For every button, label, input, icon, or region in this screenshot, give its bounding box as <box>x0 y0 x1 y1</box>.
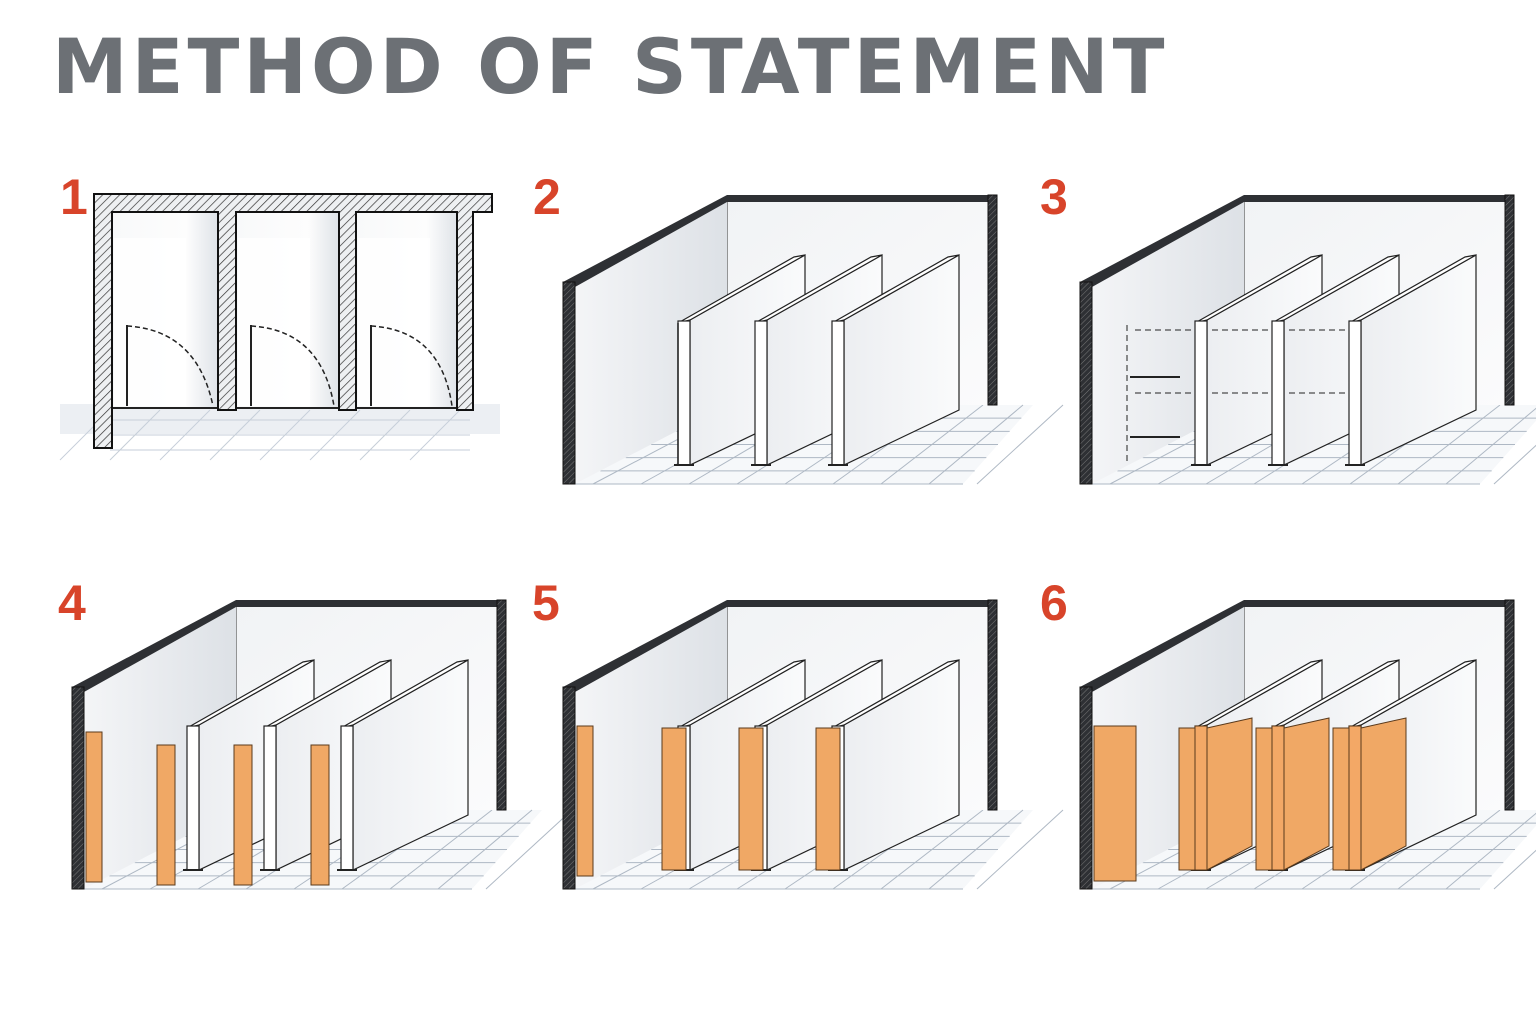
end-pilaster <box>1093 725 1137 882</box>
step-number-3: 3 <box>1040 169 1068 225</box>
partition-front-edge <box>1271 320 1285 466</box>
partition-front-edge <box>186 725 200 871</box>
step-1-elevation <box>59 193 500 461</box>
floor-line <box>1445 812 1536 890</box>
light-panel <box>238 238 310 406</box>
floor-line <box>976 809 1064 890</box>
page-title: METHOD OF STATEMENT <box>52 22 1169 111</box>
back-wall-top-edge <box>727 600 997 607</box>
pilaster-edge <box>1348 725 1362 871</box>
left-wall-top-edge <box>1080 600 1244 692</box>
step-number-4: 4 <box>58 575 86 631</box>
floor-line <box>437 809 533 890</box>
back-wall-top-edge <box>727 195 997 202</box>
right-wall-section <box>1504 194 1515 406</box>
left-wall-section <box>1079 281 1093 485</box>
left-wall-section <box>562 686 576 890</box>
partition-front-edge <box>340 725 354 871</box>
left-wall-top-edge <box>563 195 727 287</box>
floor-line <box>928 404 1024 485</box>
door-leaf <box>1206 717 1253 871</box>
light-panel <box>114 238 186 406</box>
floor-line <box>1397 404 1501 485</box>
right-wall-section <box>1504 599 1515 811</box>
door-pilaster <box>310 744 330 886</box>
floor-line <box>1493 444 1536 485</box>
door-pilaster <box>233 744 253 886</box>
floor-line <box>1397 809 1501 890</box>
step-5-room <box>562 599 1064 890</box>
left-wall-top-edge <box>72 600 236 692</box>
step-number-1: 1 <box>60 169 88 225</box>
step-3-room <box>1079 194 1536 485</box>
left-wall-section <box>71 686 85 890</box>
door-leaf <box>1360 717 1407 871</box>
pilaster-edge <box>1271 725 1285 871</box>
left-wall-top-edge <box>563 600 727 692</box>
partition-front-edge <box>1348 320 1362 466</box>
pilaster-edge <box>1194 725 1208 871</box>
door-leaf <box>1283 717 1330 871</box>
partition-front-edge <box>1194 320 1208 466</box>
partition-3 <box>310 658 469 886</box>
hatched-wall-section <box>93 193 493 449</box>
partition-2 <box>233 658 392 886</box>
floor-line <box>1445 407 1536 485</box>
step-number-2: 2 <box>533 169 561 225</box>
door-swing-arc <box>370 325 453 407</box>
door-pilaster <box>661 727 687 871</box>
floor-line <box>928 809 1024 890</box>
step-number-5: 5 <box>532 575 560 631</box>
left-wall-section <box>1079 686 1093 890</box>
step-number-6: 6 <box>1040 575 1068 631</box>
floor-line <box>389 809 493 890</box>
partition-3 <box>828 253 960 466</box>
end-pilaster <box>85 731 103 883</box>
door-pilaster <box>156 744 176 886</box>
end-pilaster <box>576 725 594 877</box>
back-wall-top-edge <box>1244 195 1514 202</box>
left-wall-top-edge <box>1080 195 1244 287</box>
right-wall-section <box>987 599 998 811</box>
step-2-room <box>562 194 1064 485</box>
floor-line <box>1493 849 1536 890</box>
partition-front-edge <box>677 320 691 466</box>
right-wall-section <box>496 599 507 811</box>
floor-grid <box>59 409 470 461</box>
partition-3 <box>815 658 960 871</box>
partition-front-edge <box>831 320 845 466</box>
partition-3 <box>1289 253 1477 466</box>
step-4-room <box>71 599 573 890</box>
floor-line <box>976 404 1064 485</box>
back-wall-top-edge <box>236 600 506 607</box>
partition-front-edge <box>263 725 277 871</box>
light-panel <box>358 238 430 406</box>
floor-line <box>880 404 984 485</box>
floor-line <box>485 809 573 890</box>
step-6-room <box>1079 599 1536 890</box>
right-wall-section <box>987 194 998 406</box>
door-pilaster <box>738 727 764 871</box>
back-wall-top-edge <box>1244 600 1514 607</box>
floor-line <box>880 809 984 890</box>
partition-front-edge <box>754 320 768 466</box>
left-wall-section <box>562 281 576 485</box>
partition-3 <box>1332 658 1477 871</box>
door-pilaster <box>815 727 841 871</box>
